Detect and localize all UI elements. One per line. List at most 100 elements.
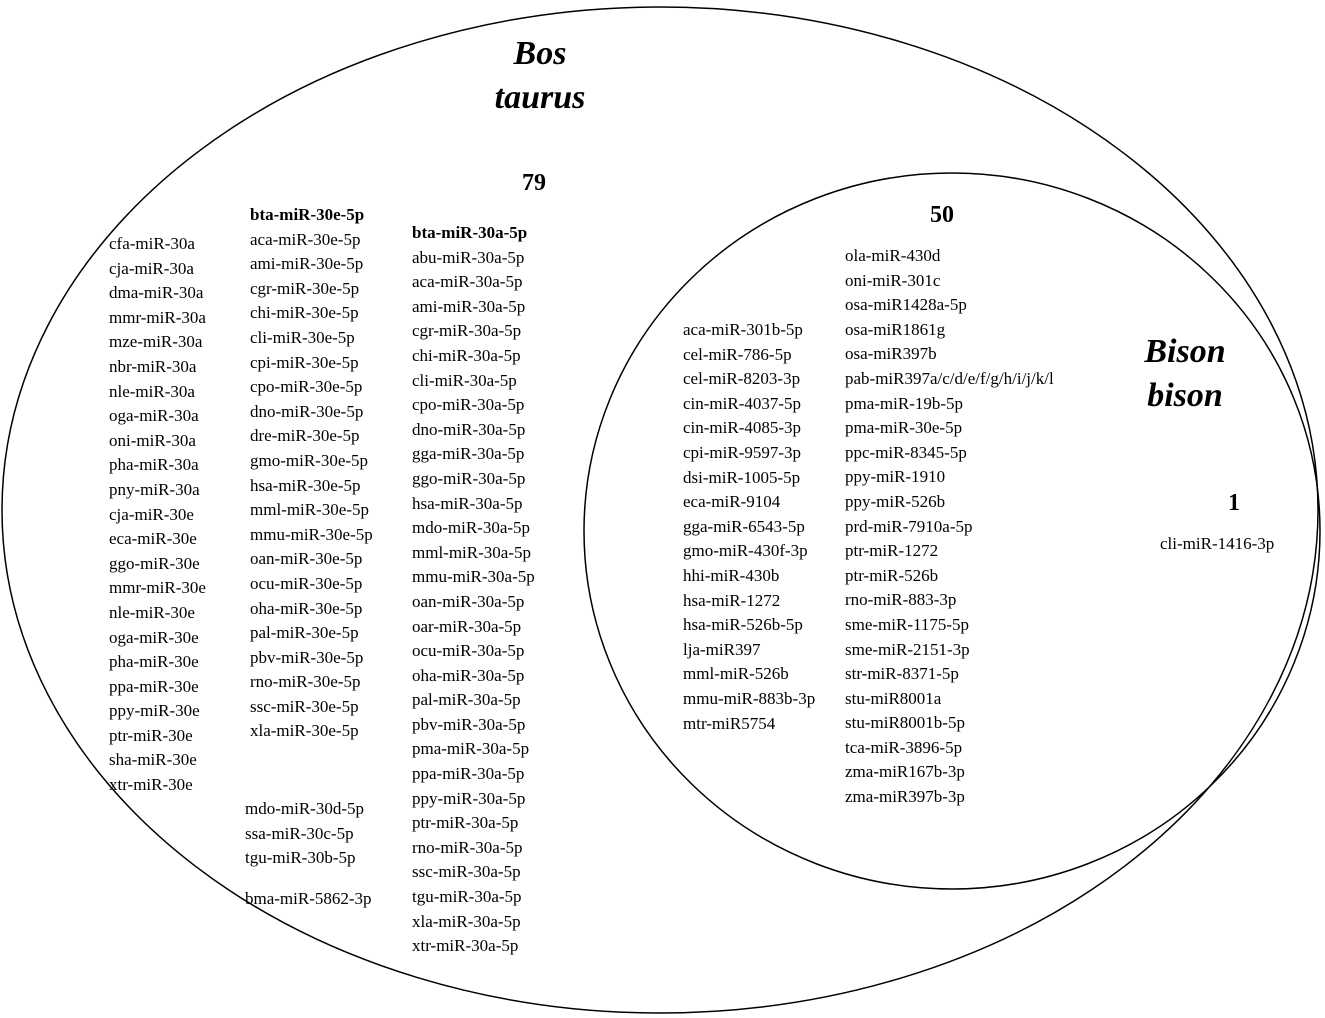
mirna-label: cfa-miR-30a [109,234,195,253]
bison-bison-label: Bison bison [1130,330,1240,418]
mirna-label: abu-miR-30a-5p [412,247,525,267]
mirna-label: stu-miR8001a [845,688,942,708]
mirna-label: xla-miR-30a-5p [412,911,521,931]
bos-only-column-2c: bma-miR-5862-3p [245,887,372,912]
mirna-label: osa-miR397b [845,344,937,364]
mirna-label: ola-miR-430d [845,246,941,265]
mirna-label: osa-miR1861g [845,319,946,339]
bison-only-column: cli-miR-1416-3p [1160,532,1274,557]
mirna-label: sha-miR-30e [109,750,197,770]
bison-bison-label-line2: bison [1147,377,1223,414]
mirna-label: ptr-miR-30a-5p [412,813,519,833]
mirna-label: mml-miR-30e-5p [250,500,369,520]
mirna-label: hsa-miR-30e-5p [250,475,361,495]
bos-taurus-circle [1,6,1319,1014]
mirna-label: pab-miR397a/c/d/e/f/g/h/i/j/k/l [845,368,1054,388]
mirna-label: chi-miR-30a-5p [412,345,521,365]
mirna-label: sme-miR-2151-3p [845,639,970,659]
mirna-label: ppc-miR-8345-5p [845,442,967,462]
bta-mir-30e-header: bta-miR-30e-5p [250,205,365,224]
mirna-label: cli-miR-1416-3p [1160,534,1275,553]
mirna-label: osa-miR1428a-5p [845,295,967,315]
mirna-label: cpi-miR-30e-5p [250,352,359,372]
mirna-label: ami-miR-30e-5p [250,254,364,274]
mirna-label: aca-miR-30a-5p [412,272,523,292]
mirna-label: cin-miR-4085-3p [683,418,802,438]
mirna-label: cja-miR-30e [109,504,194,524]
mirna-label: zma-miR167b-3p [845,762,965,782]
mirna-label: cli-miR-30a-5p [412,370,517,390]
mirna-label: mmu-miR-883b-3p [683,688,816,708]
mirna-label: dma-miR-30a [109,283,204,303]
mirna-label: rno-miR-30a-5p [412,837,523,857]
mirna-label: pma-miR-30e-5p [845,418,963,438]
mirna-label: aca-miR-301b-5p [683,320,803,339]
mirna-label: ppy-miR-30a-5p [412,788,526,808]
mirna-label: mmr-miR-30e [109,578,206,598]
mirna-label: dno-miR-30e-5p [250,401,364,421]
shared-column-2: ola-miR-430d oni-miR-301c osa-miR1428a-5p o… [845,244,1054,810]
mirna-label: pha-miR-30e [109,652,199,672]
mirna-label: tgu-miR-30b-5p [245,848,356,868]
mirna-label: mze-miR-30a [109,332,203,352]
mirna-label: pbv-miR-30e-5p [250,647,364,667]
mirna-label: ssc-miR-30a-5p [412,862,521,882]
mirna-label: dno-miR-30a-5p [412,419,526,439]
mirna-label: cli-miR-30e-5p [250,327,355,347]
mirna-label: eca-miR-30e [109,529,197,549]
shared-column-1: aca-miR-301b-5p cel-miR-786-5p cel-miR-820… [683,318,815,736]
mirna-label: oga-miR-30a [109,406,199,426]
mirna-label: hsa-miR-1272 [683,590,781,610]
mirna-label: ggo-miR-30e [109,553,200,573]
mirna-label: mmu-miR-30a-5p [412,567,535,587]
mirna-label: oar-miR-30a-5p [412,616,522,636]
mirna-label: cin-miR-4037-5p [683,393,802,413]
mirna-label: ami-miR-30a-5p [412,296,526,316]
mirna-label: oni-miR-301c [845,270,941,290]
mirna-label: ppy-miR-526b [845,491,946,511]
mirna-label: dsi-miR-1005-5p [683,467,801,487]
mirna-label: pha-miR-30a [109,455,199,475]
mirna-label: xtr-miR-30a-5p [412,936,519,956]
mirna-label: mmu-miR-30e-5p [250,524,373,544]
mirna-label: cpi-miR-9597-3p [683,442,802,462]
mirna-label: mdo-miR-30a-5p [412,518,531,538]
mirna-label: dre-miR-30e-5p [250,426,360,446]
mirna-label: hsa-miR-30a-5p [412,493,523,513]
mirna-label: cel-miR-8203-3p [683,369,801,389]
mirna-label: cgr-miR-30a-5p [412,321,522,341]
bos-taurus-label-line2: taurus [494,79,586,116]
mirna-label: hsa-miR-526b-5p [683,615,803,635]
mirna-label: zma-miR397b-3p [845,787,965,807]
mirna-label: oga-miR-30e [109,627,199,647]
bison-only-count: 1 [1228,490,1240,516]
mirna-label: mdo-miR-30d-5p [245,799,364,818]
mirna-label: ggo-miR-30a-5p [412,468,526,488]
mirna-label: tgu-miR-30a-5p [412,887,522,907]
mirna-label: mml-miR-526b [683,664,789,684]
mirna-label: ssc-miR-30e-5p [250,696,359,716]
mirna-label: ssa-miR-30c-5p [245,823,354,843]
mirna-label: rno-miR-30e-5p [250,672,361,692]
mirna-label: cel-miR-786-5p [683,344,792,364]
mirna-label: xtr-miR-30e [109,775,193,795]
mirna-label: gmo-miR-430f-3p [683,541,808,561]
mirna-label: oan-miR-30e-5p [250,549,363,569]
mirna-label: oan-miR-30a-5p [412,591,525,611]
mirna-label: sme-miR-1175-5p [845,614,970,634]
mirna-label: cpo-miR-30a-5p [412,395,525,415]
shared-count: 50 [930,202,954,228]
mirna-label: tca-miR-3896-5p [845,737,963,757]
mirna-label: oha-miR-30e-5p [250,598,363,618]
mirna-label: ppa-miR-30e [109,676,199,696]
bos-taurus-label-line1: Bos [513,35,567,72]
mirna-label: eca-miR-9104 [683,492,781,512]
mirna-label: ppa-miR-30a-5p [412,764,525,784]
bison-bison-circle [583,172,1321,890]
mirna-label: str-miR-8371-5p [845,664,959,684]
mirna-label: pal-miR-30e-5p [250,623,359,643]
